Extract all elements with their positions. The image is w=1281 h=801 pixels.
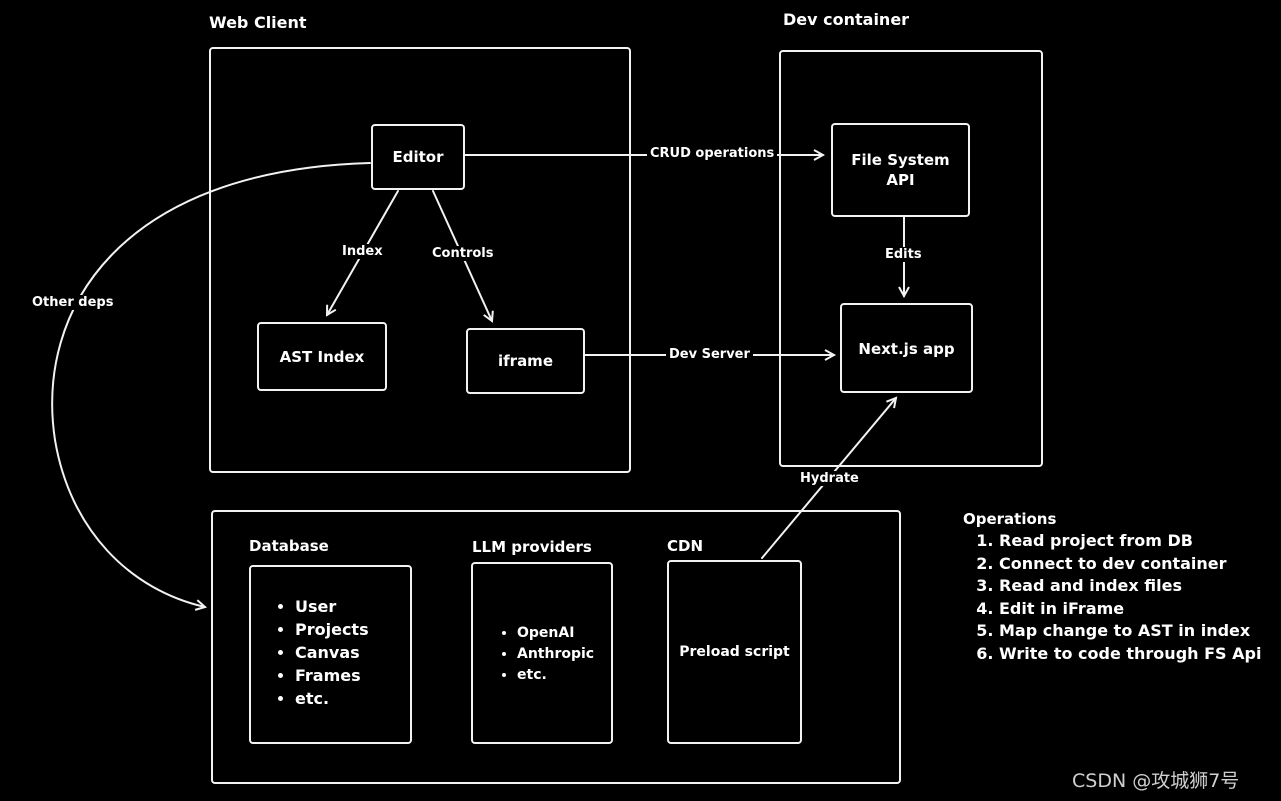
services-group bbox=[211, 510, 901, 784]
crud-operations-label: CRUD operations bbox=[647, 146, 778, 161]
other-deps-edge-label: Other deps bbox=[29, 295, 117, 310]
database-items: User Projects Canvas Frames etc. bbox=[275, 595, 410, 710]
list-item: OpenAI bbox=[517, 623, 611, 644]
iframe-node: iframe bbox=[466, 328, 585, 394]
operation-item: Edit in iFrame bbox=[999, 598, 1273, 621]
other-deps-arrow bbox=[51, 162, 371, 607]
dev-container-group bbox=[779, 50, 1043, 467]
list-item: Anthropic bbox=[517, 644, 611, 665]
list-item: etc. bbox=[295, 687, 410, 710]
watermark: CSDN @攻城狮7号 bbox=[1072, 770, 1240, 792]
cdn-title: CDN bbox=[667, 537, 704, 555]
llm-providers-title: LLM providers bbox=[472, 538, 592, 556]
web-client-label: Web Client bbox=[209, 13, 307, 32]
operations-legend: Operations Read project from DB Connect … bbox=[963, 509, 1273, 666]
web-client-group bbox=[209, 47, 631, 473]
dev-server-edge-label: Dev Server bbox=[666, 347, 753, 362]
operation-item: Read and index files bbox=[999, 575, 1273, 598]
file-system-api-line1: File System bbox=[851, 151, 950, 169]
ast-index-node: AST Index bbox=[257, 322, 387, 391]
list-item: Canvas bbox=[295, 641, 410, 664]
list-item: Frames bbox=[295, 664, 410, 687]
operation-item: Read project from DB bbox=[999, 530, 1273, 553]
list-item: Projects bbox=[295, 618, 410, 641]
preload-script-node: Preload script bbox=[667, 560, 802, 744]
database-box: User Projects Canvas Frames etc. bbox=[249, 565, 412, 744]
llm-provider-items: OpenAI Anthropic etc. bbox=[497, 623, 611, 686]
list-item: User bbox=[295, 595, 410, 618]
file-system-api-node: File System API bbox=[831, 123, 970, 217]
index-edge-label: Index bbox=[339, 244, 386, 259]
nextjs-app-node: Next.js app bbox=[840, 303, 973, 393]
operation-item: Write to code through FS Api bbox=[999, 643, 1273, 666]
dev-container-label: Dev container bbox=[783, 10, 910, 29]
controls-edge-label: Controls bbox=[429, 246, 497, 261]
llm-providers-box: OpenAI Anthropic etc. bbox=[471, 562, 613, 744]
hydrate-edge-label: Hydrate bbox=[797, 471, 862, 486]
edits-edge-label: Edits bbox=[882, 247, 925, 262]
operation-item: Map change to AST in index bbox=[999, 620, 1273, 643]
operation-item: Connect to dev container bbox=[999, 553, 1273, 576]
operations-list: Read project from DB Connect to dev cont… bbox=[963, 530, 1273, 666]
file-system-api-line2: API bbox=[886, 171, 915, 189]
operations-title: Operations bbox=[963, 510, 1057, 528]
list-item: etc. bbox=[517, 665, 611, 686]
editor-node: Editor bbox=[371, 124, 465, 190]
database-title: Database bbox=[249, 537, 329, 555]
